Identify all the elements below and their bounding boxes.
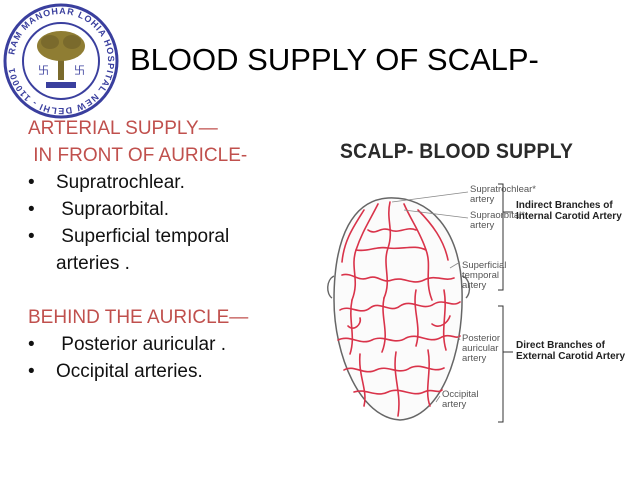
label-supraorbital: Supraorbital* artery <box>470 210 525 231</box>
scalp-outline <box>333 197 463 421</box>
label-superficial-temporal: Superficial temporal artery <box>462 260 507 291</box>
bullet-icon: • <box>28 226 35 247</box>
list-item: • Supratrochlear. <box>28 169 328 196</box>
label-external-carotid-branches: Direct Branches of External Carotid Arte… <box>516 340 626 362</box>
list-item-text: Occipital arteries. <box>56 361 203 382</box>
scalp-illustration <box>327 183 513 423</box>
list-item: • Posterior auricular . <box>28 331 328 358</box>
list-item: • Superficial temporal <box>28 223 328 250</box>
text-content: ARTERIAL SUPPLY— IN FRONT OF AURICLE- • … <box>28 115 328 385</box>
list-item-text: Supraorbital. <box>56 199 170 220</box>
list-item: • Supraorbital. <box>28 196 328 223</box>
heading-behind-auricle: BEHIND THE AURICLE— <box>28 307 249 328</box>
list-item-text: Posterior auricular . <box>56 334 227 355</box>
subheading-front-of-auricle: IN FRONT OF AURICLE- <box>28 145 248 166</box>
svg-text:卐: 卐 <box>74 64 85 77</box>
bullet-icon: • <box>28 361 35 382</box>
slide-title: BLOOD SUPPLY OF SCALP- <box>130 42 539 77</box>
list-item-continuation: arteries . <box>56 253 130 274</box>
artery-network <box>337 201 461 417</box>
label-internal-carotid-branches: Indirect Branches of Internal Carotid Ar… <box>516 200 622 222</box>
label-supratrochlear: Supratrochlear* artery <box>470 184 537 205</box>
list-item-text: Superficial temporal <box>56 226 230 247</box>
label-posterior-auricular: Posterior auricular artery <box>462 333 501 364</box>
scalp-blood-supply-diagram: SCALP- BLOOD SUPPLY <box>320 140 638 460</box>
bullet-icon: • <box>28 172 35 193</box>
list-item: • Occipital arteries. <box>28 358 328 385</box>
hospital-seal-icon: RAM MANOHAR LOHIA HOSPITAL NEW DELHI - 1… <box>3 3 119 119</box>
hospital-logo: RAM MANOHAR LOHIA HOSPITAL NEW DELHI - 1… <box>2 2 120 120</box>
label-occipital: Occipital artery <box>442 389 479 410</box>
diagram-title: SCALP- BLOOD SUPPLY <box>340 140 574 163</box>
svg-text:卐: 卐 <box>38 64 49 77</box>
heading-arterial-supply: ARTERIAL SUPPLY— <box>28 118 218 139</box>
list-item-text: Supratrochlear. <box>56 172 185 193</box>
bullet-icon: • <box>28 334 35 355</box>
bullet-icon: • <box>28 199 35 220</box>
